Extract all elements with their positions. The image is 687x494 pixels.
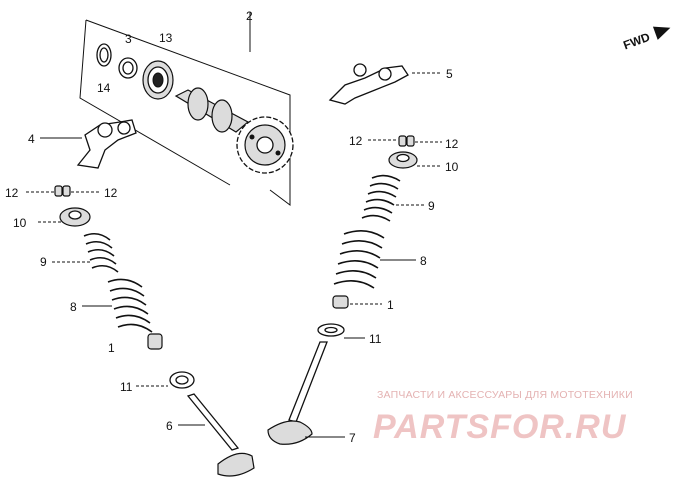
- callout-1: 1: [387, 298, 394, 312]
- cam-lobe-2: [211, 99, 233, 133]
- valve-7-head: [267, 420, 313, 445]
- spring-seat-11-right-hole: [324, 326, 338, 334]
- sprocket-bolt-hole: [249, 134, 255, 140]
- spring-coils: [107, 278, 153, 333]
- callout-12: 12: [104, 186, 118, 200]
- valve-stem-seal-1-left: [147, 333, 163, 350]
- spring-retainer-10-right-hole: [396, 153, 410, 163]
- outer-spring-8-left: [107, 278, 153, 333]
- valve-6-stem: [186, 393, 240, 451]
- callout-11: 11: [369, 332, 382, 346]
- fwd-label: FWD: [621, 30, 652, 53]
- bearing-13-bore: [152, 72, 164, 88]
- washer-3-hole: [122, 61, 134, 75]
- callout-8: 8: [420, 254, 427, 268]
- rocker-arm-4-roller: [117, 121, 131, 135]
- camshaft-assembly: [79, 12, 294, 206]
- callout-9: 9: [428, 199, 435, 213]
- valve-6-head: [217, 452, 255, 477]
- callout-1: 1: [108, 341, 115, 355]
- watermark-subtitle: ЗАПЧАСТИ И АКСЕССУАРЫ ДЛЯ МОТОТЕХНИКИ: [377, 389, 633, 401]
- watermark-brand: PARTSFOR.RU: [373, 408, 627, 446]
- callout-3: 3: [125, 32, 132, 46]
- spring-coils: [361, 174, 401, 222]
- callout-12: 12: [445, 137, 459, 151]
- callout-14: 14: [97, 81, 111, 95]
- callout-6: 6: [166, 419, 173, 433]
- callout-8: 8: [70, 300, 77, 314]
- arrow-head-icon: [652, 26, 671, 40]
- valve-7-stem: [288, 341, 328, 423]
- forward-direction-arrow: FWD: [621, 26, 671, 53]
- assembly-frame-left: [79, 19, 231, 186]
- intake-valve-7: [267, 341, 328, 445]
- rocker-arm-5: [328, 63, 440, 105]
- callout-12: 12: [349, 134, 363, 148]
- rocker-arm-4: [40, 119, 137, 169]
- callout-9: 9: [40, 255, 47, 269]
- callout-12: 12: [5, 186, 19, 200]
- outer-spring-8-right: [333, 230, 385, 289]
- cam-lobe-1: [187, 87, 209, 121]
- valve-cotter-12-right-a: [398, 135, 407, 147]
- rocker-arm-5-pivot: [353, 63, 367, 77]
- cam-sprocket-center: [256, 136, 274, 154]
- spring-coils: [333, 230, 385, 289]
- valve-cotter-12-left-a: [54, 185, 63, 197]
- callout-5: 5: [446, 67, 453, 81]
- callout-10: 10: [445, 160, 459, 174]
- spring-seat-11-left-hole: [175, 375, 189, 385]
- circlip-14-inner: [99, 47, 109, 63]
- sprocket-bolt-hole: [275, 150, 281, 156]
- callout-labels: 2 3 13 14 5 4 12 12 10 9 8 1 11 6 12 12 …: [5, 9, 459, 445]
- left-valve-train: [26, 185, 255, 477]
- callout-13: 13: [159, 31, 173, 45]
- valve-stem-seal-1-right: [332, 295, 349, 309]
- valve-cotter-12-right-b: [406, 135, 415, 147]
- rocker-arm-5-roller: [378, 67, 392, 81]
- callout-4: 4: [28, 132, 35, 146]
- callout-2: 2: [246, 9, 253, 23]
- spring-retainer-10-left-hole: [68, 210, 82, 220]
- inner-spring-9-left: [83, 232, 119, 273]
- callout-11: 11: [120, 380, 133, 394]
- callout-10: 10: [13, 216, 27, 230]
- rocker-arm-5-body: [328, 65, 409, 105]
- right-valve-train: [267, 135, 442, 445]
- callout-7: 7: [349, 431, 356, 445]
- assembly-frame-right: [85, 19, 291, 206]
- valve-cotter-12-left-b: [62, 185, 71, 197]
- exhaust-valve-6: [186, 393, 255, 477]
- rocker-arm-4-pivot: [97, 122, 113, 138]
- watermark: ЗАПЧАСТИ И АКСЕССУАРЫ ДЛЯ МОТОТЕХНИКИ PA…: [373, 389, 633, 446]
- inner-spring-9-right: [361, 174, 401, 222]
- spring-coils: [83, 232, 119, 273]
